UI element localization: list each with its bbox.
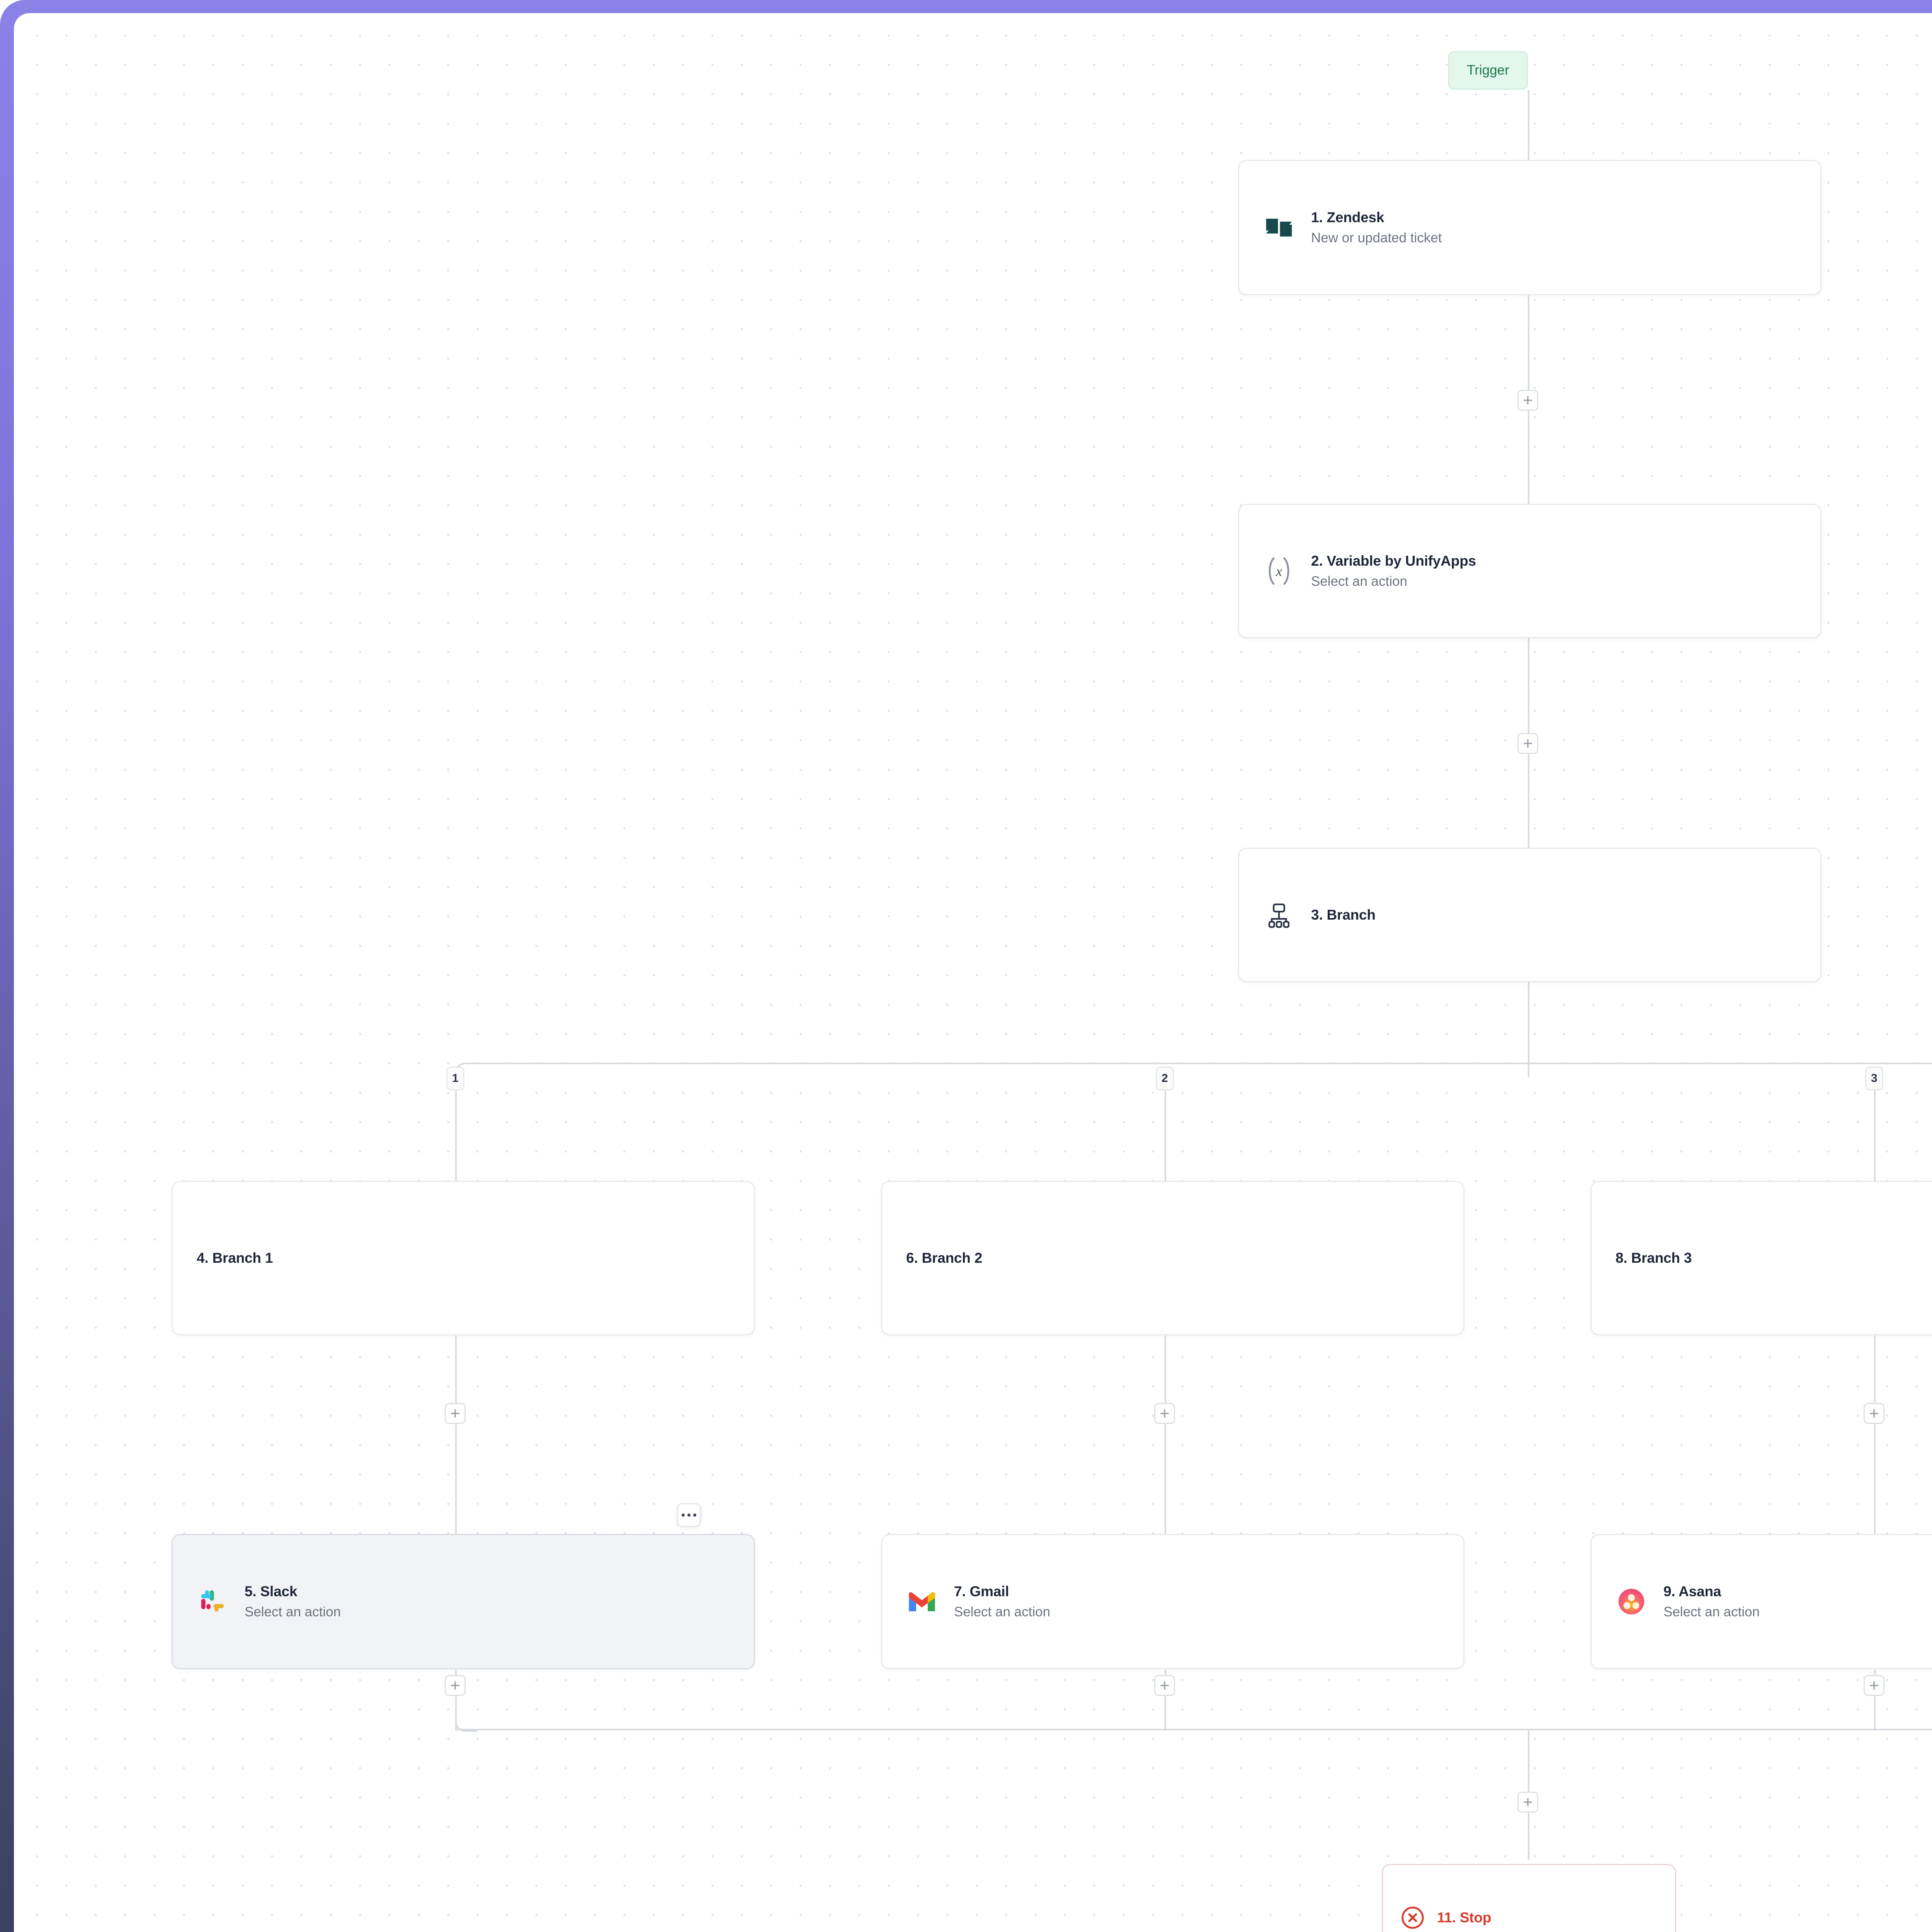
node-branch-1-text: 4. Branch 1 bbox=[197, 1250, 273, 1267]
node-slack-5-subtitle: Select an action bbox=[245, 1604, 341, 1620]
node-variable-text: 2. Variable by UnifyApps Select an actio… bbox=[1311, 553, 1476, 590]
branch-index-badge-3[interactable]: 3 bbox=[1865, 1066, 1883, 1090]
kebab-dot bbox=[682, 1514, 685, 1517]
node-branch-2-title: 6. Branch 2 bbox=[906, 1250, 983, 1266]
add-step-button-branch2[interactable] bbox=[1154, 1403, 1175, 1424]
connector-split-drop-3 bbox=[1874, 1072, 1876, 1192]
asana-icon bbox=[1613, 1583, 1650, 1620]
node-variable-title: 2. Variable by UnifyApps bbox=[1311, 553, 1476, 569]
add-step-button-after-slack5[interactable] bbox=[445, 1675, 466, 1696]
variable-x-icon: x bbox=[1261, 553, 1297, 589]
node-stop-title: 11. Stop bbox=[1437, 1909, 1492, 1925]
workflow-canvas[interactable]: Trigger 1. Zendesk New or updated ticket bbox=[14, 13, 1932, 1932]
branch-index-badge-1[interactable]: 1 bbox=[446, 1066, 464, 1090]
zendesk-icon bbox=[1261, 209, 1297, 246]
node-asana-9-subtitle: Select an action bbox=[1663, 1604, 1760, 1620]
node-slack-5-title: 5. Slack bbox=[245, 1583, 298, 1599]
add-step-button-after-gmail[interactable] bbox=[1154, 1675, 1175, 1696]
node-branch-1[interactable]: 4. Branch 1 bbox=[172, 1181, 755, 1335]
add-step-button-after-variable[interactable] bbox=[1517, 733, 1538, 754]
node-slack-5-text: 5. Slack Select an action bbox=[245, 1583, 341, 1620]
branch-hierarchy-icon bbox=[1261, 897, 1297, 933]
node-stop[interactable]: 11. Stop bbox=[1382, 1864, 1676, 1932]
node-zendesk[interactable]: 1. Zendesk New or updated ticket bbox=[1238, 160, 1821, 295]
branch-index-label-2: 2 bbox=[1162, 1072, 1168, 1085]
stop-circle-x-icon bbox=[1398, 1903, 1427, 1932]
connector-branch1-to-slack5 bbox=[455, 1335, 457, 1544]
node-branch-text: 3. Branch bbox=[1311, 907, 1376, 923]
connector-merge-corner-left bbox=[455, 1710, 477, 1732]
connector-branch-to-split bbox=[1528, 982, 1529, 1077]
gmail-icon bbox=[904, 1583, 940, 1620]
node-branch-3[interactable]: 8. Branch 3 bbox=[1590, 1181, 1932, 1335]
connector-branch3-to-asana bbox=[1874, 1335, 1876, 1544]
node-slack-5-more-options-button[interactable] bbox=[677, 1503, 701, 1527]
node-slack-5[interactable]: 5. Slack Select an action bbox=[172, 1534, 755, 1669]
connector-slack5-to-merge bbox=[455, 1670, 457, 1730]
branch-index-label-3: 3 bbox=[1871, 1072, 1878, 1085]
connector-branch2-to-gmail bbox=[1165, 1335, 1166, 1544]
node-branch-2-text: 6. Branch 2 bbox=[906, 1250, 982, 1267]
node-zendesk-text: 1. Zendesk New or updated ticket bbox=[1311, 209, 1442, 246]
add-step-button-after-asana[interactable] bbox=[1864, 1675, 1884, 1696]
node-asana-9[interactable]: 9. Asana Select an action bbox=[1590, 1534, 1932, 1669]
kebab-dot bbox=[687, 1514, 690, 1517]
node-branch-title: 3. Branch bbox=[1311, 906, 1376, 923]
node-gmail-7-text: 7. Gmail Select an action bbox=[954, 1583, 1050, 1620]
node-branch-3-title: 8. Branch 3 bbox=[1616, 1250, 1692, 1266]
node-variable-by-unifyapps[interactable]: x 2. Variable by UnifyApps Select an act… bbox=[1238, 504, 1821, 638]
svg-text:x: x bbox=[1276, 563, 1282, 579]
node-variable-subtitle: Select an action bbox=[1311, 574, 1408, 589]
connector-split-drop-1 bbox=[455, 1072, 457, 1192]
node-branch-3-text: 8. Branch 3 bbox=[1616, 1250, 1692, 1267]
node-stop-text: 11. Stop bbox=[1437, 1910, 1491, 1926]
add-step-button-after-zendesk[interactable] bbox=[1517, 390, 1538, 411]
connector-gmail-to-merge bbox=[1165, 1670, 1166, 1730]
trigger-label: Trigger bbox=[1467, 63, 1509, 78]
node-asana-9-title: 9. Asana bbox=[1663, 1583, 1721, 1599]
add-step-button-branch1[interactable] bbox=[445, 1403, 466, 1424]
slack-icon bbox=[194, 1583, 231, 1620]
branch-index-badge-2[interactable]: 2 bbox=[1156, 1066, 1174, 1090]
connector-trigger-to-zendesk bbox=[1528, 90, 1529, 160]
node-branch[interactable]: 3. Branch bbox=[1238, 848, 1821, 982]
connector-merge-bar bbox=[455, 1729, 1932, 1730]
connector-asana-to-merge bbox=[1874, 1670, 1876, 1730]
node-gmail-7[interactable]: 7. Gmail Select an action bbox=[881, 1534, 1464, 1669]
add-step-button-before-stop[interactable] bbox=[1517, 1792, 1538, 1813]
trigger-badge[interactable]: Trigger bbox=[1448, 51, 1528, 90]
kebab-dot bbox=[693, 1514, 696, 1517]
node-gmail-7-title: 7. Gmail bbox=[954, 1583, 1009, 1599]
node-zendesk-subtitle: New or updated ticket bbox=[1311, 230, 1442, 246]
branch-index-label-1: 1 bbox=[452, 1072, 459, 1085]
connector-split-drop-2 bbox=[1165, 1072, 1166, 1192]
add-step-button-branch3[interactable] bbox=[1864, 1403, 1884, 1424]
node-asana-9-text: 9. Asana Select an action bbox=[1663, 1583, 1760, 1620]
node-branch-2[interactable]: 6. Branch 2 bbox=[881, 1181, 1464, 1335]
node-branch-1-title: 4. Branch 1 bbox=[197, 1250, 273, 1266]
node-zendesk-title: 1. Zendesk bbox=[1311, 209, 1384, 225]
node-gmail-7-subtitle: Select an action bbox=[954, 1604, 1051, 1620]
connector-split-bar bbox=[465, 1063, 1932, 1064]
